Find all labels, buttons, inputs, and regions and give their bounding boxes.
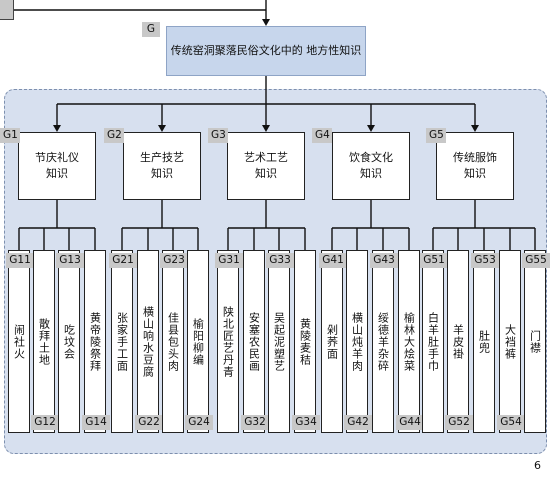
category-node-g2: 生产技艺 知识 <box>123 132 201 200</box>
category-tag-g4: G4 <box>312 128 332 143</box>
category-node-g4: 饮食文化 知识 <box>332 132 410 200</box>
leaf-tag-g14: G14 <box>82 415 110 430</box>
leaf-node-g43: 绥德羊杂碎 <box>372 250 394 433</box>
leaf-tag-g22: G22 <box>135 415 163 430</box>
category-tag-g5: G5 <box>426 128 446 143</box>
arrow-G1 <box>53 125 61 132</box>
leaf-node-g23: 佳县包头肉 <box>162 250 184 433</box>
leaf-node-g53: 肚兜 <box>473 250 495 433</box>
arrow-G5 <box>471 125 479 132</box>
leaf-node-g22: 横山响水豆腐 <box>137 250 159 433</box>
leaf-tag-g24: G24 <box>185 415 213 430</box>
root-node: 传统窑洞聚落民俗文化中的 地方性知识 <box>166 26 366 76</box>
root-tag: G <box>142 22 160 37</box>
leaf-tag-g33: G33 <box>266 253 294 268</box>
page-number: 6 <box>534 459 541 472</box>
leaf-tag-g13: G13 <box>56 253 84 268</box>
leaf-tag-g54: G54 <box>497 415 525 430</box>
leaf-tag-g55: G55 <box>522 253 550 268</box>
leaf-node-g14: 黄帝陵祭拜 <box>84 250 106 433</box>
leaf-tag-g53: G53 <box>471 253 499 268</box>
arrow-root <box>262 19 270 26</box>
category-node-g5: 传统服饰 知识 <box>436 132 514 200</box>
leaf-tag-g32: G32 <box>241 415 269 430</box>
leaf-node-g55: 门襟 <box>524 250 546 433</box>
category-tag-g3: G3 <box>208 128 228 143</box>
leaf-node-g54: 大裆裤 <box>499 250 521 433</box>
leaf-node-g13: 吃坟会 <box>58 250 80 433</box>
leaf-node-g32: 安塞农民画 <box>243 250 265 433</box>
leaf-tag-g21: G21 <box>109 253 137 268</box>
arrow-G4 <box>367 125 375 132</box>
leaf-tag-g12: G12 <box>31 415 59 430</box>
category-tag-g2: G2 <box>104 128 124 143</box>
leaf-node-g31: 陕北匠艺丹青 <box>217 250 239 433</box>
leaf-tag-g41: G41 <box>319 253 347 268</box>
leaf-tag-g31: G31 <box>215 253 243 268</box>
category-tag-g1: G1 <box>0 128 20 143</box>
leaf-node-g42: 横山炖羊肉 <box>346 250 368 433</box>
leaf-node-g33: 吴起泥塑艺 <box>268 250 290 433</box>
top-left-corner-box <box>0 0 14 20</box>
arrow-G3 <box>262 125 270 132</box>
leaf-tag-g51: G51 <box>420 253 448 268</box>
category-node-g1: 节庆礼仪 知识 <box>18 132 96 200</box>
leaf-node-g41: 剁荞面 <box>321 250 343 433</box>
leaf-node-g51: 白羊肚手巾 <box>422 250 444 433</box>
leaf-node-g34: 黄陵麦秸 <box>294 250 316 433</box>
category-node-g3: 艺术工艺 知识 <box>227 132 305 200</box>
leaf-tag-g11: G11 <box>6 253 34 268</box>
leaf-tag-g23: G23 <box>160 253 188 268</box>
leaf-node-g12: 散拜土地 <box>33 250 55 433</box>
leaf-node-g52: 羊皮褂 <box>447 250 469 433</box>
arrow-G2 <box>158 125 166 132</box>
leaf-tag-g44: G44 <box>396 415 424 430</box>
leaf-tag-g34: G34 <box>292 415 320 430</box>
leaf-tag-g42: G42 <box>344 415 372 430</box>
leaf-node-g21: 张家手工面 <box>111 250 133 433</box>
leaf-node-g44: 榆林大烩菜 <box>398 250 420 433</box>
leaf-node-g11: 闹社火 <box>8 250 30 433</box>
leaf-node-g24: 榆阳柳编 <box>187 250 209 433</box>
leaf-tag-g52: G52 <box>445 415 473 430</box>
leaf-tag-g43: G43 <box>370 253 398 268</box>
